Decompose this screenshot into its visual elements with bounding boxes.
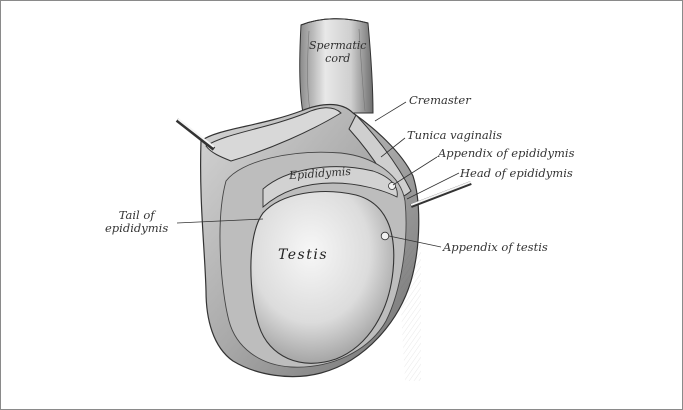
epididymis-shape	[262, 166, 398, 208]
spermatic-cord-shape	[299, 18, 374, 114]
spermatic-cord-label-line-2: cord	[325, 52, 351, 65]
spermatic-cord-label: Spermatic cord	[309, 39, 366, 65]
tail-of-epididymis-label-line-2: epididymis	[105, 221, 169, 235]
appendix-of-epididymis-marker	[388, 182, 396, 190]
testis-shape	[250, 191, 395, 364]
tail-of-epididymis-label: Tail of epididymis	[105, 209, 168, 235]
tunica-vaginalis-label: Tunica vaginalis	[407, 128, 503, 142]
cremaster-label: Cremaster	[409, 93, 471, 107]
label-leader-lines	[176, 101, 460, 248]
probe-rods	[175, 118, 472, 208]
tail-of-epididymis-label-line-1: Tail of	[118, 208, 155, 222]
appendix-of-testis-marker	[380, 231, 390, 241]
appendix-of-epididymis-label: Appendix of epididymis	[438, 146, 575, 160]
appendix-of-testis-label: Appendix of testis	[443, 240, 548, 254]
head-of-epididymis-label: Head of epididymis	[460, 166, 573, 180]
spermatic-cord-label-line-1: Spermatic	[309, 39, 367, 52]
testis-label: Testis	[278, 247, 329, 263]
